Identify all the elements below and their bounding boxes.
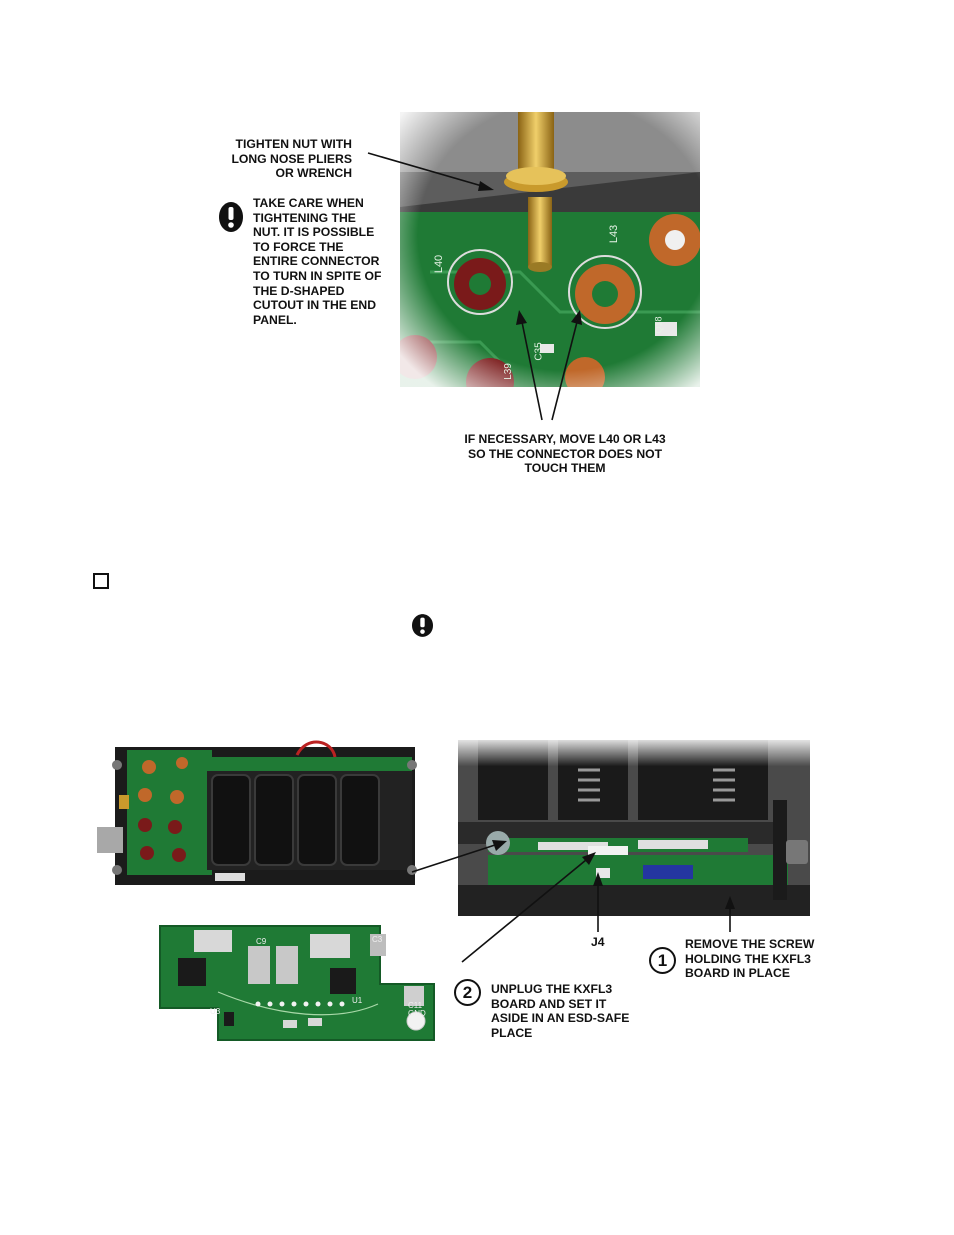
silkscreen-c11: C11 <box>408 1001 423 1010</box>
callout-tighten-nut: TIGHTEN NUT WITH LONG NOSE PLIERS OR WRE… <box>231 137 352 181</box>
silkscreen-u1: U1 <box>352 996 363 1005</box>
step-2-text: UNPLUG THE KXFL3 BOARD AND SET IT ASIDE … <box>491 982 630 1040</box>
photo-kxfl3-closeup <box>458 740 810 916</box>
step-1-text: REMOVE THE SCREW HOLDING THE KXFL3 BOARD… <box>685 937 815 981</box>
label-j4: J4 <box>591 935 605 949</box>
photo-chassis-overview <box>97 735 422 890</box>
callout-move-inductors: IF NECESSARY, MOVE L40 OR L43 SO THE CON… <box>464 432 666 476</box>
step-2-badge: 2 <box>454 979 481 1006</box>
silkscreen-gnd: GND <box>408 1009 426 1018</box>
callout-caution-text: TAKE CARE WHEN TIGHTENING THE NUT. IT IS… <box>253 196 382 327</box>
step-1-badge: 1 <box>649 947 676 974</box>
checkbox-icon[interactable] <box>93 573 109 589</box>
top-leader-lines <box>367 152 582 421</box>
warning-icon <box>219 202 243 232</box>
bottom-leader-lines <box>411 840 735 963</box>
silkscreen-c9: C9 <box>256 937 267 946</box>
silkscreen-u3: U3 <box>210 1007 221 1016</box>
top-photo-pcb-connector <box>400 112 700 387</box>
silkscreen-c3: C3 <box>372 935 383 944</box>
photo-kxfl3-board <box>158 922 438 1042</box>
warning-icon <box>412 614 433 637</box>
